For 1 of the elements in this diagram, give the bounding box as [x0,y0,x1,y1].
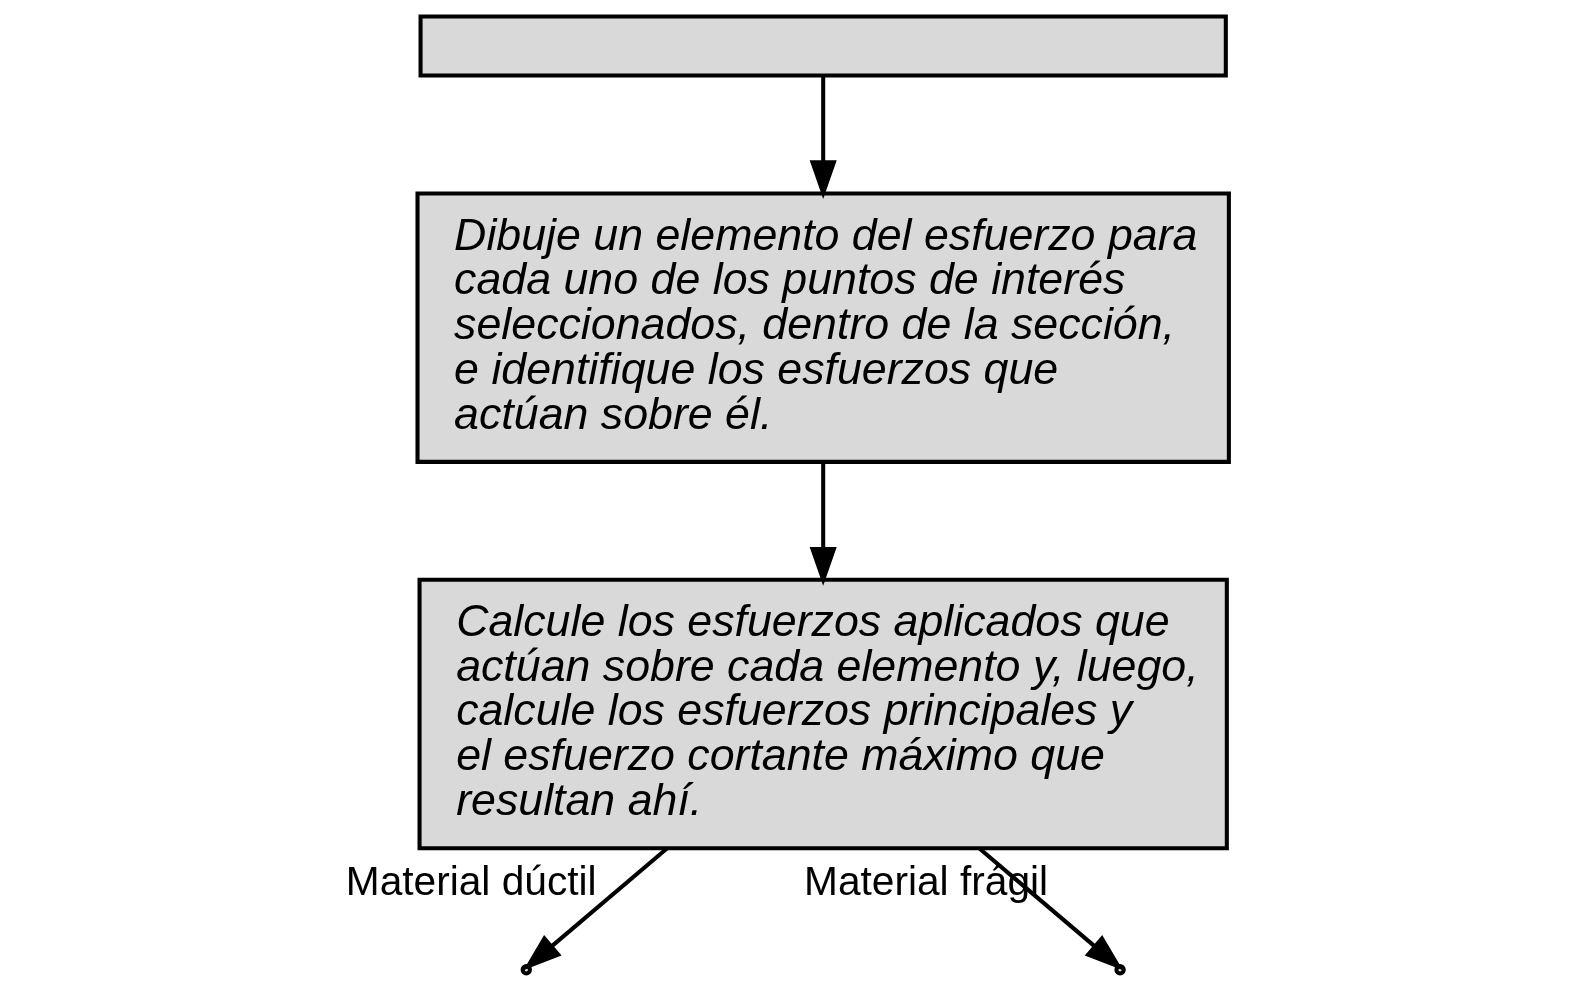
edge-label: Material dúctil [345,858,597,905]
